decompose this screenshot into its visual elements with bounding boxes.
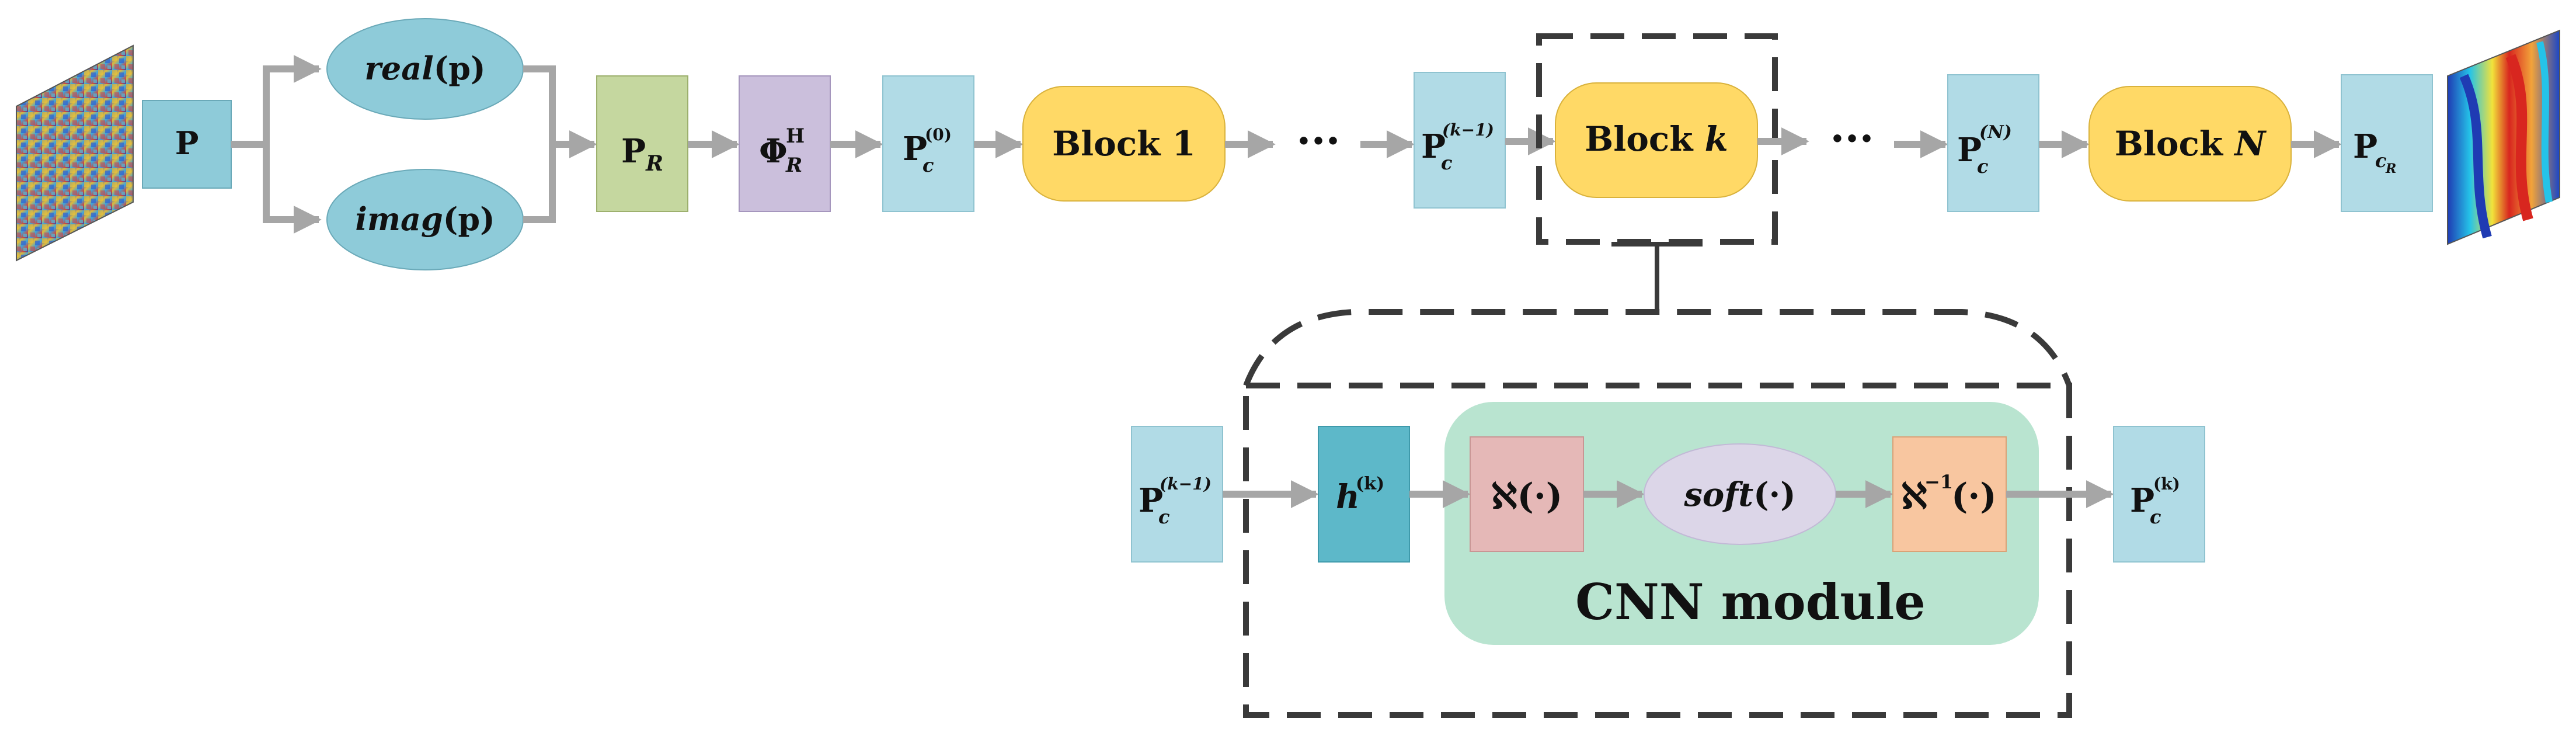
detail-out-sub: c <box>2150 506 2161 528</box>
phi-sub: R <box>785 154 802 177</box>
h-base: h <box>1336 478 1360 516</box>
block-n: Block N <box>2088 86 2292 202</box>
svg-text:real(p): real(p) <box>364 50 485 87</box>
blockN-text: Block <box>2115 124 2234 164</box>
pr-box: PR <box>596 75 688 212</box>
pckm1-sub: c <box>1441 152 1452 174</box>
split-connector <box>231 55 322 234</box>
output-wave-image <box>2447 29 2560 245</box>
aleph-label: ℵ(·) <box>1491 476 1562 517</box>
detail-out-base: P <box>2130 481 2154 520</box>
pr-base: P <box>621 132 646 171</box>
svg-text:Block k: Block k <box>1585 119 1728 159</box>
phi-box: Φ H R <box>739 75 831 212</box>
p-box: P <box>142 100 232 189</box>
input-noise-image <box>16 44 134 262</box>
detail-out-sup: (k) <box>2153 474 2180 494</box>
detail-input-box: P c (k−1) <box>1131 426 1223 563</box>
pcr-sub: c <box>2375 150 2386 172</box>
h-box: h (k) <box>1318 426 1410 563</box>
svg-text:Block N: Block N <box>2115 124 2267 164</box>
soft-fn: soft <box>1683 475 1753 514</box>
real-fn: real <box>364 50 433 87</box>
phi-base: Φ <box>759 132 788 171</box>
pcN-box: P c (N) <box>1947 74 2039 212</box>
dots-1: ··· <box>1296 116 1340 165</box>
phi-sup: H <box>786 124 805 148</box>
detail-in-base: P <box>1139 481 1163 520</box>
detail-outline <box>1243 309 2072 718</box>
dots-2: ··· <box>1830 113 1874 163</box>
imag-arg: (p) <box>443 200 495 238</box>
aleph-inv-arg: (·) <box>1951 476 1997 517</box>
pcr-subsub: R <box>2385 161 2396 176</box>
p-label: P <box>175 124 199 162</box>
aleph-box: ℵ(·) <box>1470 436 1584 552</box>
pcr-box: P c R <box>2341 74 2433 212</box>
aleph-inv-base: ℵ <box>1901 476 1927 517</box>
blockN-var: N <box>2233 124 2267 164</box>
pc0-base: P <box>903 130 927 168</box>
pcr-base: P <box>2353 127 2377 166</box>
pckm1-box: P c (k−1) <box>1414 72 1506 209</box>
merge-connector <box>523 65 597 223</box>
pckm1-sup: (k−1) <box>1442 120 1494 140</box>
blockk-var: k <box>1705 119 1728 159</box>
pcN-sup: (N) <box>1979 122 2012 143</box>
aleph-inverse-box: ℵ −1 (·) <box>1892 436 2007 552</box>
pc0-sub: c <box>923 154 934 176</box>
blockk-text: Block <box>1585 119 1704 159</box>
block1-label: Block 1 <box>1052 124 1196 164</box>
real-ellipse: real(p) <box>326 18 524 120</box>
svg-text:PR: PR <box>621 132 663 176</box>
h-sup: (k) <box>1356 474 1384 494</box>
aleph-inv-sup: −1 <box>1924 471 1953 493</box>
detail-in-sup: (k−1) <box>1160 474 1212 494</box>
cnn-title: CNN module <box>1575 573 1926 631</box>
pc0-sup: (0) <box>925 125 952 144</box>
block-k: Block k <box>1555 82 1758 198</box>
imag-ellipse: imag(p) <box>326 169 524 270</box>
pcN-base: P <box>1957 131 1982 169</box>
soft-ellipse: soft(·) <box>1644 443 1836 545</box>
soft-arg: (·) <box>1753 475 1796 514</box>
pcN-sub: c <box>1977 155 1988 178</box>
svg-text:soft(·): soft(·) <box>1683 475 1795 514</box>
pckm1-base: P <box>1421 127 1446 166</box>
detail-in-sub: c <box>1158 506 1169 528</box>
block-1: Block 1 <box>1022 86 1226 202</box>
real-arg: (p) <box>434 50 486 87</box>
pc0-box: P c (0) <box>882 75 974 212</box>
pr-sub: R <box>645 151 663 176</box>
svg-text:imag(p): imag(p) <box>355 200 495 238</box>
imag-fn: imag <box>355 200 443 238</box>
detail-output-box: P c (k) <box>2113 426 2205 563</box>
